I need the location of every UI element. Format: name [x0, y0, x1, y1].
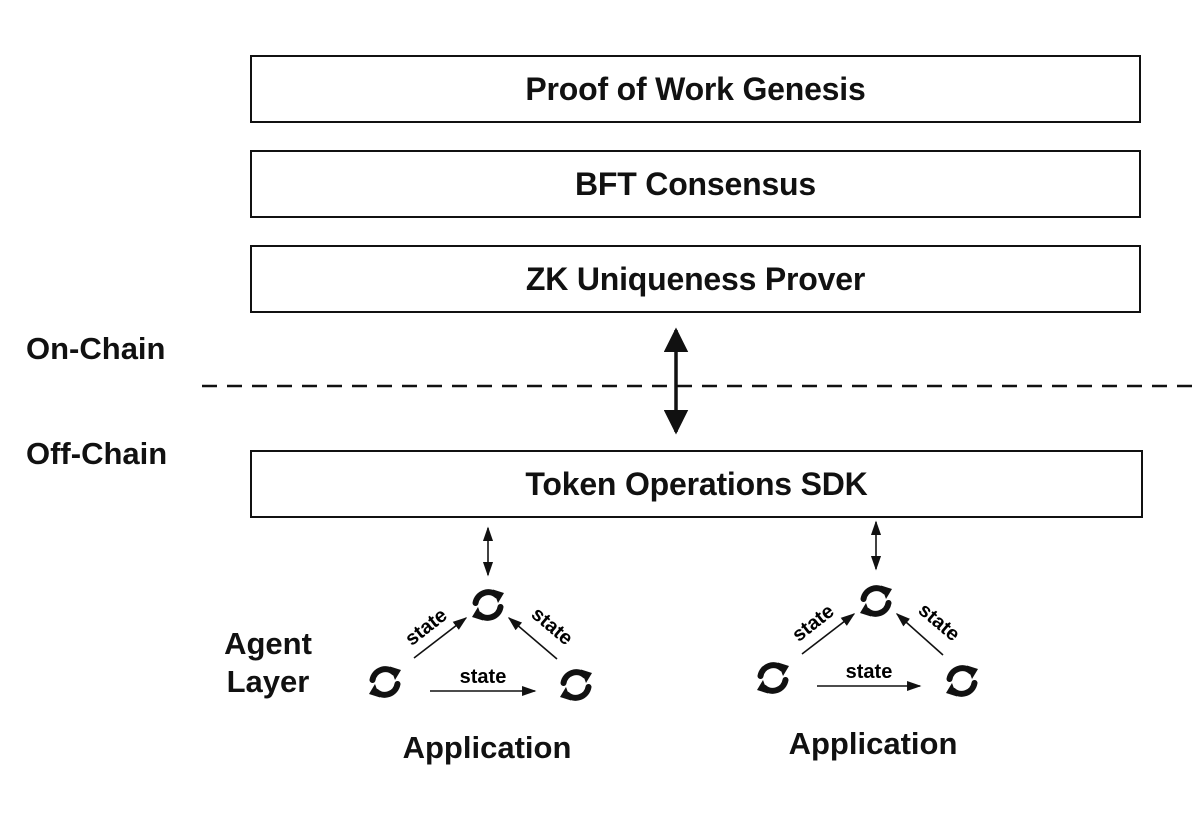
- sync-icon: [946, 666, 978, 697]
- state-label-bottom: state: [846, 661, 893, 683]
- application-2-graph: state state state: [757, 586, 978, 697]
- application-label-2: Application: [788, 726, 958, 761]
- layer-bft-consensus: BFT Consensus: [250, 150, 1141, 218]
- sync-icon: [560, 670, 592, 701]
- state-label-left: state: [788, 600, 838, 646]
- agent-layer-line2: Layer: [226, 664, 310, 699]
- application-label-1: Application: [402, 730, 572, 765]
- layer-label: ZK Uniqueness Prover: [525, 260, 866, 297]
- state-label-right: state: [914, 599, 964, 646]
- state-label-right: state: [527, 603, 577, 650]
- application-1-graph: state state state: [369, 590, 592, 701]
- agent-layer-line1: Agent: [224, 626, 312, 661]
- agent-layer-label: Agent Layer: [220, 625, 316, 701]
- layer-token-operations-sdk: Token Operations SDK: [250, 450, 1143, 518]
- layer-label: Proof of Work Genesis: [525, 70, 866, 107]
- state-edge-right: [507, 617, 558, 660]
- layer-proof-of-work-genesis: Proof of Work Genesis: [250, 55, 1141, 123]
- state-label-left: state: [401, 604, 451, 650]
- layer-zk-uniqueness-prover: ZK Uniqueness Prover: [250, 245, 1141, 313]
- layer-label: Token Operations SDK: [525, 465, 868, 502]
- sync-icon: [860, 586, 892, 617]
- on-chain-label: On-Chain: [26, 331, 166, 366]
- state-label-bottom: state: [460, 666, 507, 688]
- layer-label: BFT Consensus: [575, 165, 816, 202]
- sync-icon: [757, 663, 789, 694]
- state-edge-left: [413, 617, 468, 659]
- state-edge-right: [895, 613, 944, 656]
- sync-icon: [472, 590, 504, 621]
- off-chain-label: Off-Chain: [26, 436, 168, 471]
- sync-icon: [369, 667, 401, 698]
- state-edge-left: [801, 613, 856, 655]
